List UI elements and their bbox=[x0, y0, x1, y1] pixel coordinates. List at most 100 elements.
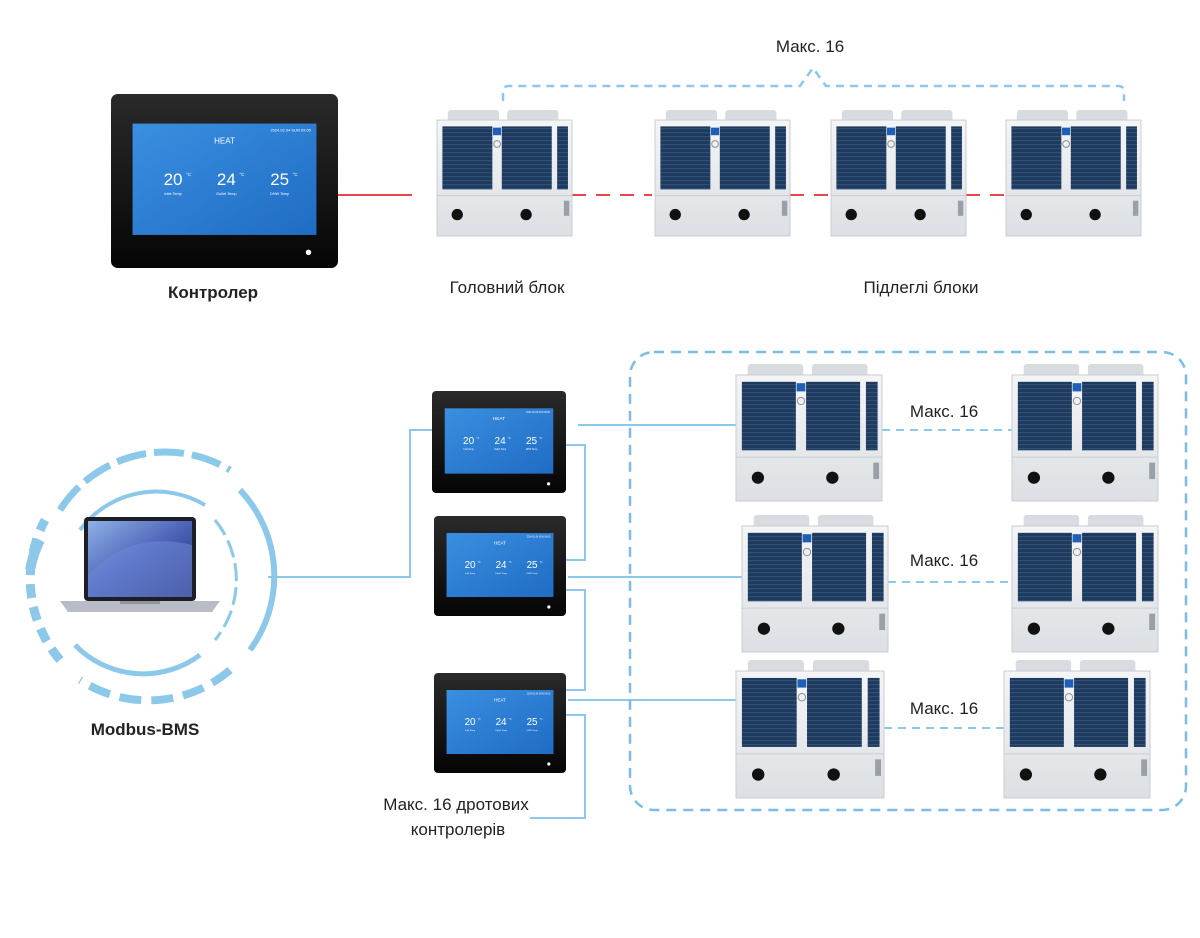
side-port bbox=[781, 200, 788, 216]
temp-value: 25 bbox=[527, 560, 538, 571]
brand-logo-icon bbox=[1072, 534, 1082, 543]
temp-value: 24 bbox=[217, 170, 236, 189]
heat-exchanger-grille bbox=[501, 126, 552, 190]
pipe-connector-icon bbox=[738, 208, 750, 221]
badge-icon bbox=[1072, 547, 1082, 557]
row2-slave-unit[interactable] bbox=[1011, 515, 1159, 653]
side-grille bbox=[865, 381, 878, 451]
badge-icon bbox=[1064, 693, 1074, 702]
pipe-connector-icon bbox=[1094, 768, 1107, 781]
wired-controllers-label-line2: контролерів bbox=[410, 820, 506, 839]
temp-value: 24 bbox=[496, 560, 507, 571]
row2-max-label: Макс. 16 bbox=[909, 551, 979, 570]
fan-top bbox=[447, 110, 500, 123]
temp-unit: °C bbox=[539, 436, 542, 440]
temp-label: Outlet Temp bbox=[495, 729, 508, 732]
wired-controllers-label: Макс. 16 дротових bbox=[383, 795, 529, 814]
heat-exchanger-grille bbox=[1017, 381, 1072, 451]
badge-icon bbox=[887, 140, 895, 148]
side-grille bbox=[951, 126, 962, 190]
bms-bus-line bbox=[268, 429, 432, 578]
fan-top bbox=[1079, 660, 1136, 674]
controller-screen bbox=[132, 123, 317, 235]
temp-label: Outlet Temp bbox=[494, 448, 507, 451]
fan-top bbox=[1087, 364, 1144, 378]
row2-master-unit[interactable] bbox=[741, 515, 889, 653]
temp-label: DHW Temp bbox=[270, 192, 289, 196]
side-port bbox=[563, 200, 570, 216]
heat-exchanger-grille bbox=[747, 532, 802, 602]
temp-label: DHW Temp bbox=[526, 449, 538, 451]
fan-top bbox=[665, 110, 718, 123]
heat-exchanger-grille bbox=[836, 126, 887, 190]
side-grille bbox=[1141, 532, 1154, 602]
fan-top bbox=[812, 660, 870, 674]
temp-label: Inlet Temp bbox=[465, 572, 476, 575]
controller-label: Контролер bbox=[167, 283, 259, 302]
fan-top bbox=[901, 110, 953, 123]
slave-unit[interactable] bbox=[830, 110, 967, 237]
slave-unit[interactable] bbox=[654, 110, 791, 237]
side-port bbox=[875, 759, 882, 776]
wired-controller-3[interactable]: HEAT 2024.02.04 SUN 09:05 20 °C Inlet Temp 24… bbox=[434, 673, 566, 773]
row1-master-unit[interactable] bbox=[735, 364, 883, 502]
power-led-icon bbox=[547, 605, 551, 609]
brand-logo-icon bbox=[711, 127, 720, 136]
temp-unit: °C bbox=[509, 717, 512, 721]
date-text: 2024.02.04 SUN 09:05 bbox=[527, 693, 551, 695]
temp-value: 20 bbox=[465, 717, 476, 728]
bus-line-1-2 bbox=[566, 444, 586, 561]
row1-slave-unit[interactable] bbox=[1011, 364, 1159, 502]
temp-unit: °C bbox=[540, 717, 543, 721]
fan-top bbox=[841, 110, 894, 123]
brand-logo-icon bbox=[1062, 127, 1071, 136]
fan-top bbox=[753, 515, 810, 529]
pipe-connector-icon bbox=[845, 208, 857, 221]
temp-unit: °C bbox=[540, 560, 543, 564]
temp-value: 20 bbox=[463, 436, 475, 447]
bus-line-tail bbox=[530, 714, 586, 819]
pipe-connector-icon bbox=[451, 208, 463, 221]
row3-master-unit[interactable] bbox=[735, 660, 885, 799]
heat-exchanger-grille bbox=[806, 381, 861, 451]
pipe-connector-icon bbox=[669, 208, 681, 221]
master-unit[interactable] bbox=[436, 110, 573, 237]
side-grille bbox=[867, 677, 880, 747]
fan-top bbox=[1023, 364, 1080, 378]
badge-icon bbox=[802, 547, 812, 557]
temp-unit: °C bbox=[508, 436, 511, 440]
heat-exchanger-grille bbox=[660, 126, 711, 190]
side-grille bbox=[775, 126, 786, 190]
brand-logo-icon bbox=[797, 679, 807, 688]
pipe-connector-icon bbox=[751, 768, 765, 781]
bms-label: Modbus-BMS bbox=[90, 720, 200, 739]
temp-value: 24 bbox=[495, 436, 507, 447]
temp-label: DHW Temp bbox=[527, 730, 539, 732]
temp-label: Inlet Temp bbox=[465, 729, 476, 732]
mode-text: HEAT bbox=[214, 137, 235, 146]
slave-unit[interactable] bbox=[1005, 110, 1142, 237]
badge-icon bbox=[796, 396, 806, 406]
pipe-connector-icon bbox=[1019, 768, 1033, 781]
heat-exchanger-grille bbox=[1082, 532, 1137, 602]
brand-logo-icon bbox=[493, 127, 502, 136]
date-text: 2024.02.04 SUN 09:05 bbox=[526, 412, 551, 414]
temp-value: 24 bbox=[496, 717, 507, 728]
mode-text: HEAT bbox=[494, 698, 506, 703]
pipe-connector-icon bbox=[1020, 208, 1032, 221]
badge-icon bbox=[1062, 140, 1070, 148]
fan-top bbox=[817, 515, 874, 529]
controller-screen bbox=[446, 690, 554, 754]
heat-exchanger-grille bbox=[1074, 677, 1129, 747]
fan-top bbox=[747, 364, 804, 378]
pipe-connector-icon bbox=[826, 471, 839, 484]
row3-slave-unit[interactable] bbox=[1003, 660, 1151, 799]
row3-max-label: Макс. 16 bbox=[909, 699, 979, 718]
temp-unit: °C bbox=[239, 172, 245, 177]
pipe-connector-icon bbox=[757, 622, 771, 635]
master-unit-label: Головний блок bbox=[449, 278, 565, 297]
